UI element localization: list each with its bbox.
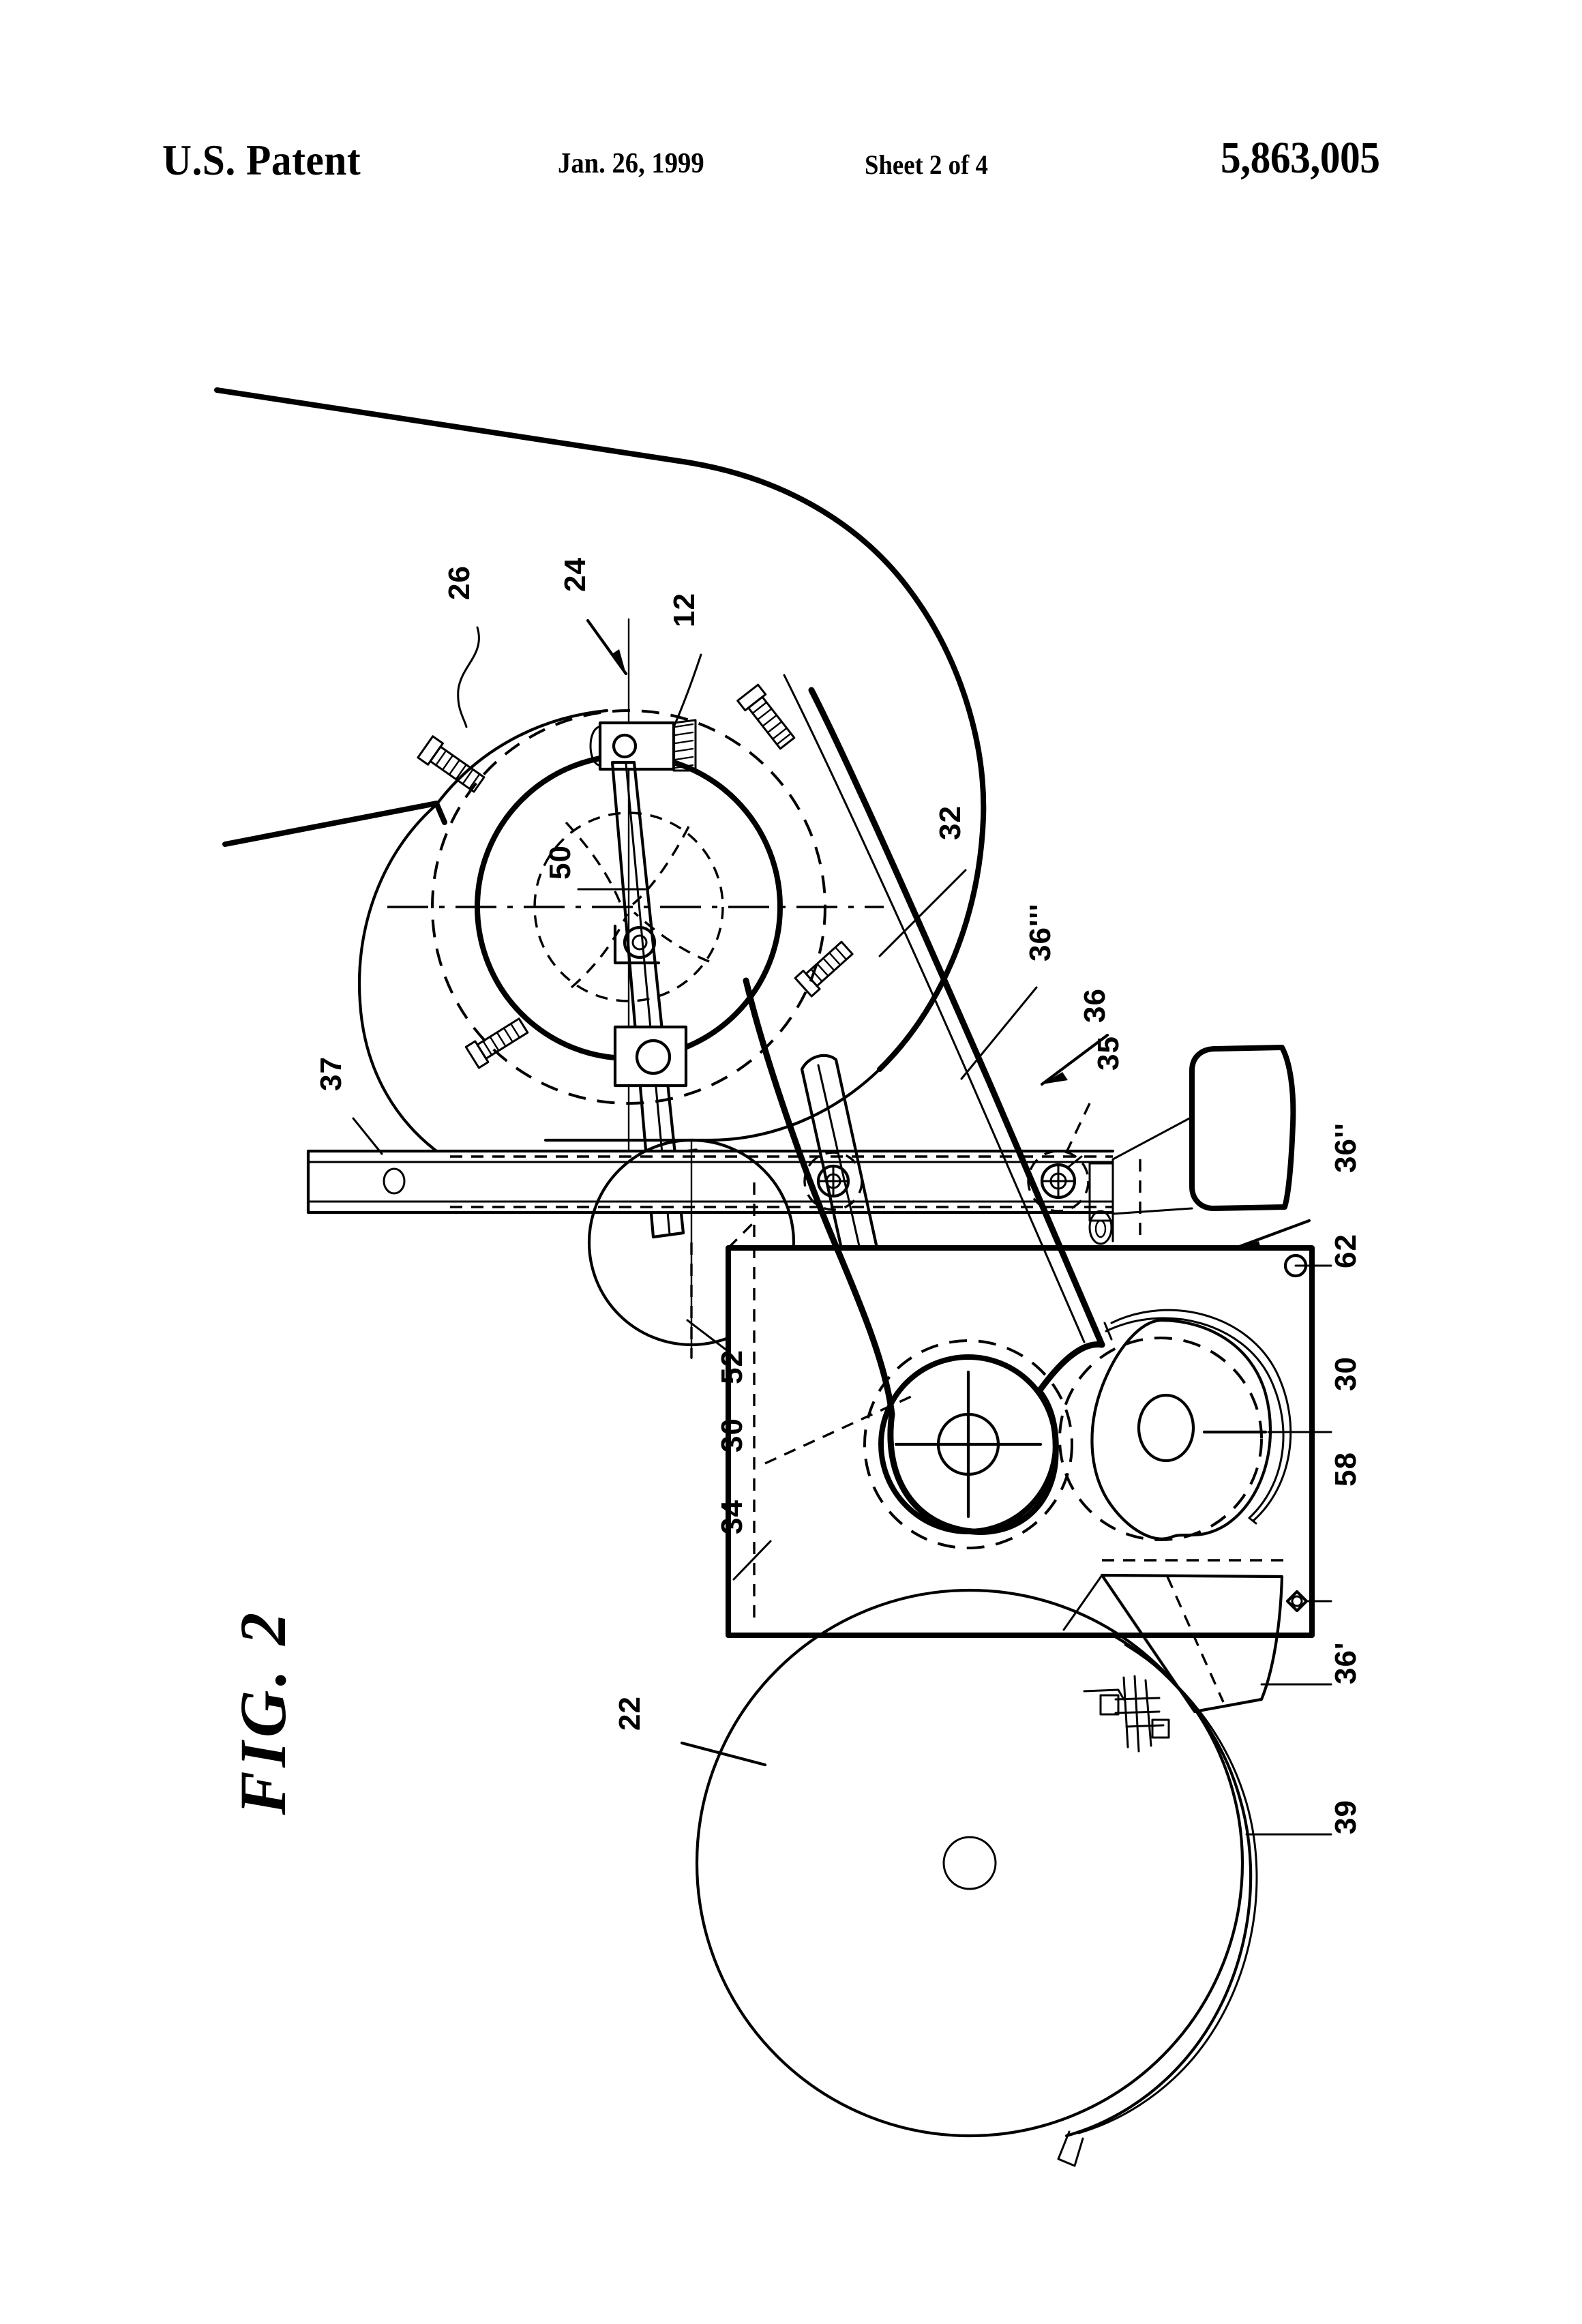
idler-wheel-52 (587, 1138, 796, 1360)
numeral-26: 26 (443, 565, 476, 600)
numeral-36-prime: 36' (1329, 1642, 1362, 1684)
leader-32 (878, 869, 967, 957)
numeral-24: 24 (558, 557, 592, 592)
wheel-tire-22 (695, 1588, 1244, 2138)
belt-guide-arrow-36 (1040, 1033, 1109, 1086)
pivot-roller-right (1027, 1150, 1090, 1212)
numeral-30-left: 30 (715, 1418, 749, 1452)
numeral-35: 35 (1092, 1036, 1125, 1071)
reference-numerals: 26 24 12 50 32 36''' 36 35 37 36'' 62 30… (314, 557, 1362, 1834)
leader-22 (680, 1741, 767, 1767)
numeral-50: 50 (543, 845, 577, 880)
leader-37 (352, 1117, 383, 1155)
component-housing-box (1088, 1045, 1296, 1245)
numeral-36-double: 36'' (1329, 1122, 1362, 1173)
patent-header: U.S. Patent Jan. 26, 1999 Sheet 2 of 4 5… (0, 0, 1582, 205)
numeral-36-triple: 36''' (1024, 904, 1057, 962)
numeral-62: 62 (1329, 1234, 1362, 1268)
assembly-arrow-24 (586, 619, 628, 676)
patent-number: 5,863,005 (1221, 133, 1380, 183)
belt-guide-bracket (800, 1054, 879, 1257)
leader-35 (1062, 1103, 1091, 1159)
numeral-12: 12 (668, 593, 701, 627)
patent-sheet-number: Sheet 2 of 4 (865, 149, 988, 180)
numeral-34: 34 (715, 1500, 749, 1534)
numeral-39: 39 (1329, 1800, 1362, 1834)
patent-office-title: U.S. Patent (162, 136, 361, 184)
belt-guard-panel-36-prime (1062, 1559, 1286, 1714)
frame-rail-37 (306, 1149, 1115, 1215)
numeral-22: 22 (613, 1696, 646, 1731)
leader-36-triple (960, 986, 1038, 1080)
fastener-62 (1283, 1253, 1332, 1278)
fastener-58 (1285, 1590, 1332, 1613)
numeral-52: 52 (715, 1350, 749, 1384)
fastener-details (417, 683, 854, 1069)
patent-drawing: 26 24 12 50 32 36''' 36 35 37 36'' 62 30… (0, 205, 1582, 2324)
spring-clip-detail (1083, 1675, 1170, 1753)
leader-26 (457, 626, 480, 728)
drive-belt-32 (743, 674, 1105, 1535)
deck-housing-outline (214, 387, 987, 1163)
numeral-30-right: 30 (1329, 1356, 1362, 1391)
numeral-58: 58 (1329, 1452, 1362, 1487)
patent-issue-date: Jan. 26, 1999 (558, 148, 704, 179)
numeral-37: 37 (314, 1056, 348, 1091)
drive-pulley-right (1058, 1309, 1292, 1541)
chassis-panel-34 (726, 1182, 1315, 1638)
numeral-32: 32 (934, 805, 967, 840)
tire-outer-arc-39 (1057, 1633, 1258, 2167)
numeral-36: 36 (1078, 988, 1111, 1023)
leader-34 (732, 1540, 772, 1581)
